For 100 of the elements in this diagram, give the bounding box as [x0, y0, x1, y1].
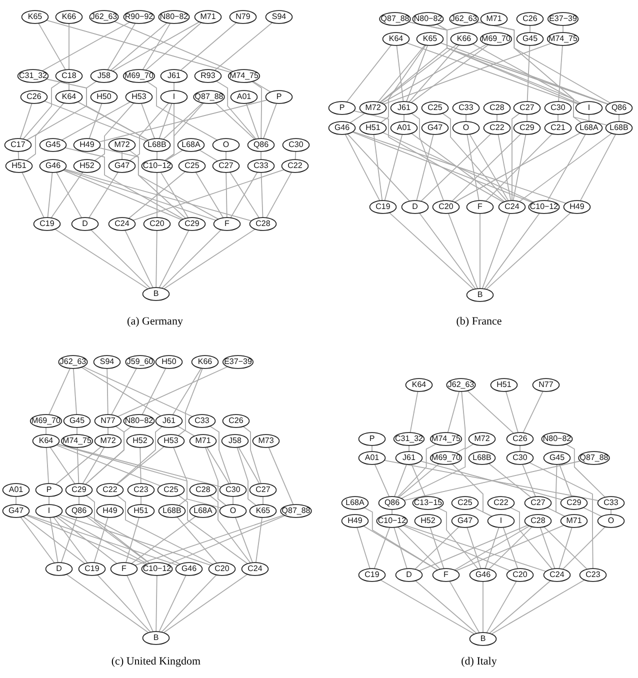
- node-label: S94: [100, 358, 114, 366]
- connector-line: [558, 464, 572, 498]
- connector-line: [466, 390, 514, 434]
- node-label: C19: [84, 565, 100, 573]
- node-label: C10−12: [530, 203, 558, 211]
- connector-line: [364, 507, 438, 570]
- node-label: H49: [570, 203, 584, 211]
- node-label: C19: [364, 571, 380, 579]
- ellipse-node: [158, 483, 184, 497]
- ellipse-node: [578, 451, 610, 465]
- connector-line: [60, 516, 78, 564]
- ellipse-node: [393, 432, 425, 446]
- connector-line: [126, 574, 154, 632]
- connector-line: [496, 114, 498, 122]
- node-label: J59_60: [126, 358, 154, 366]
- ellipse-node: [564, 200, 590, 214]
- connector-line: [482, 580, 484, 634]
- node-label: C22: [490, 124, 504, 132]
- connector-line: [44, 100, 148, 142]
- connector-line: [204, 446, 227, 506]
- connector-line: [209, 426, 232, 484]
- connector-line: [64, 168, 252, 222]
- connector-line: [125, 516, 140, 564]
- ellipse-node: [94, 414, 122, 428]
- ellipse-node: [406, 378, 432, 392]
- connector-line: [117, 366, 228, 418]
- connector-line: [484, 526, 500, 570]
- connector-line: [86, 516, 150, 564]
- node-label: H51: [496, 381, 512, 389]
- node-label: K66: [456, 35, 472, 43]
- ellipse-node: [96, 504, 124, 518]
- connector-line: [156, 574, 158, 632]
- ellipse-node: [484, 101, 510, 115]
- node-label: M69_70: [432, 454, 460, 462]
- ellipse-node: [30, 414, 62, 428]
- connector-line: [398, 463, 440, 498]
- node-label: M72: [114, 141, 130, 149]
- connector-line: [161, 229, 222, 289]
- connector-line: [266, 172, 292, 218]
- connector-line: [346, 133, 410, 202]
- connector-line: [449, 580, 480, 634]
- ellipse-node: [498, 200, 526, 214]
- connector-line: [18, 150, 20, 160]
- node-label: C25: [458, 499, 472, 507]
- ellipse-node: [468, 432, 496, 446]
- connector-line: [374, 526, 390, 570]
- connector-line: [88, 172, 119, 218]
- node-label: F: [224, 220, 230, 228]
- ellipse-node: [488, 514, 514, 528]
- ellipse-node: [222, 355, 254, 369]
- connector-line: [38, 22, 66, 70]
- connector-line: [130, 516, 196, 564]
- ellipse-node: [390, 121, 418, 135]
- connector-line: [543, 526, 588, 570]
- connector-line: [488, 463, 532, 498]
- ellipse-node: [66, 504, 92, 518]
- node-label: C24: [550, 571, 564, 579]
- node-label: B: [153, 634, 159, 642]
- connector-line: [486, 212, 572, 290]
- connector-line: [54, 228, 149, 290]
- node-label: C10−12: [378, 517, 406, 525]
- connector-line: [466, 134, 480, 202]
- connector-line: [558, 526, 572, 570]
- connector-line: [98, 147, 219, 220]
- connector-line: [512, 134, 526, 202]
- connector-line: [22, 516, 86, 564]
- connector-line: [26, 514, 179, 566]
- node-label: Q87_88: [380, 15, 410, 23]
- node-label: M74_75: [432, 435, 460, 443]
- ellipse-node: [598, 496, 624, 510]
- connector-line: [78, 496, 80, 506]
- connector-line: [82, 446, 105, 484]
- connector-line: [176, 425, 196, 437]
- ellipse-node: [422, 101, 448, 115]
- connector-line: [66, 574, 150, 634]
- node-label: C29: [184, 220, 200, 228]
- ellipse-node: [22, 10, 48, 24]
- node-label: C22: [288, 162, 302, 170]
- ellipse-node: [358, 432, 386, 446]
- connector-line: [173, 446, 188, 506]
- node-label: E37−39: [549, 15, 577, 23]
- connector-line: [379, 21, 483, 103]
- panel-caption: (c) United Kingdom: [111, 655, 201, 669]
- ellipse-node: [358, 568, 386, 582]
- connector-line: [68, 22, 70, 70]
- node-label: G45: [549, 454, 565, 462]
- ellipse-node: [544, 451, 570, 465]
- ellipse-node: [178, 217, 206, 231]
- node-label: K66: [62, 13, 76, 21]
- ellipse-node: [123, 69, 155, 83]
- connector-line: [474, 507, 492, 517]
- ellipse-node: [190, 483, 216, 497]
- connector-line: [408, 44, 460, 103]
- connector-line: [410, 112, 444, 202]
- node-label: K64: [62, 93, 76, 101]
- ellipse-node: [222, 414, 250, 428]
- connector-line: [382, 132, 534, 203]
- connector-line: [50, 516, 58, 564]
- node-label: C27: [520, 104, 534, 112]
- ellipse-node: [160, 90, 188, 104]
